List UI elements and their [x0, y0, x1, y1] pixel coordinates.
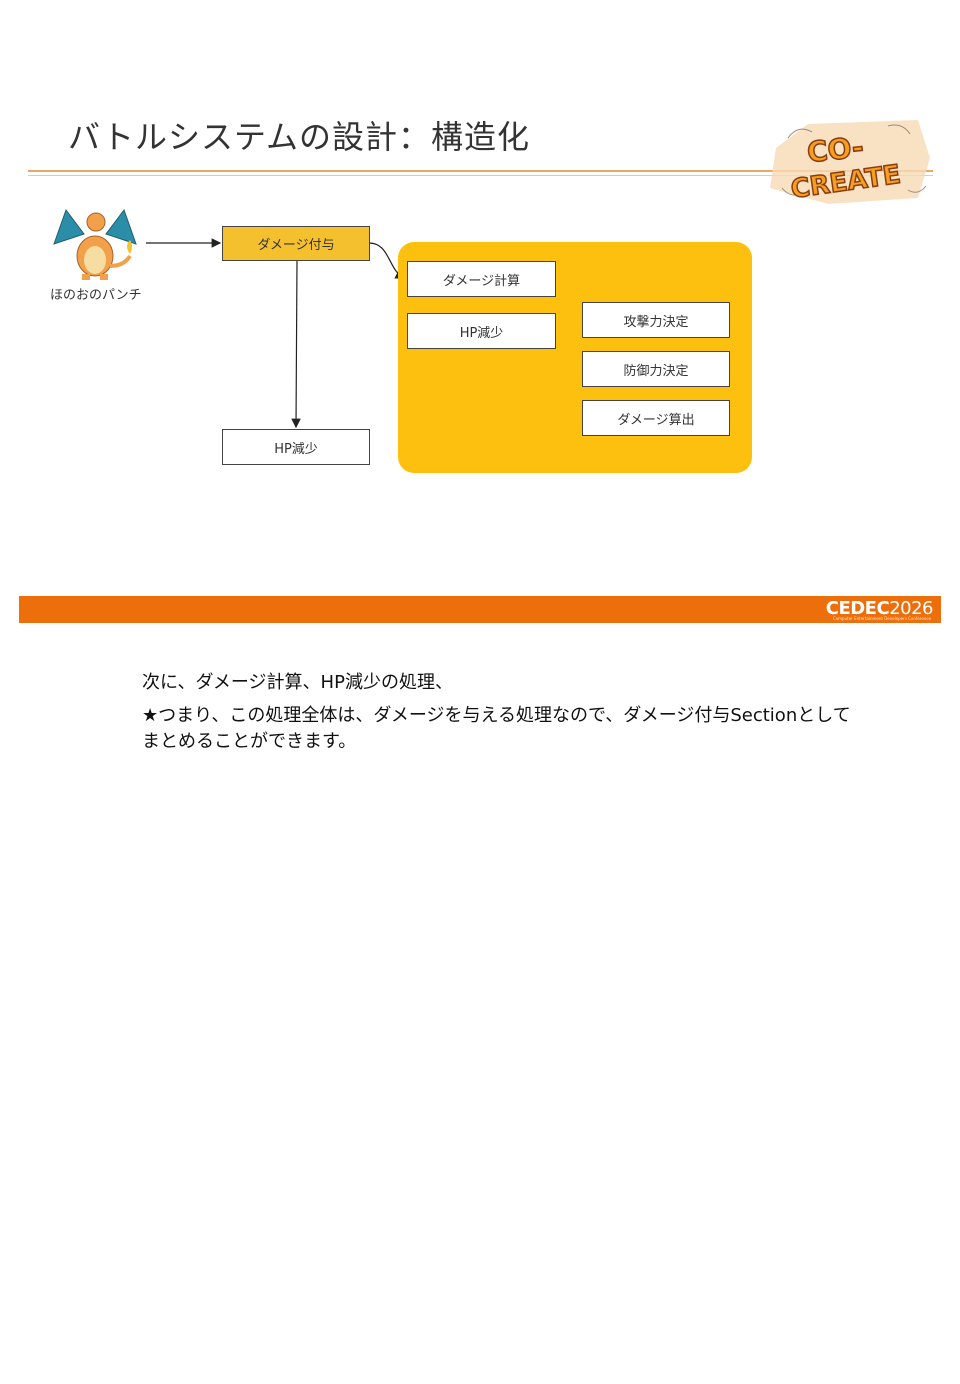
hp-decrease-sub-box: HP減少 [407, 313, 556, 349]
speaker-notes: 次に、ダメージ計算、HP減少の処理、 ★つまり、この処理全体は、ダメージを与える… [142, 670, 862, 762]
co-create-logo: CO- CREATE [770, 120, 930, 206]
cedec-logo: CEDEC2026 [825, 598, 934, 619]
hp-decrease-main-box: HP減少 [222, 429, 370, 465]
cedec-banner: CEDEC2026 Computer Entertainment Develop… [19, 596, 941, 623]
character-caption: ほのおのパンチ [50, 288, 142, 303]
title-underline [28, 170, 933, 172]
damage-output-box: ダメージ算出 [582, 400, 730, 436]
title-underline-thin [28, 175, 933, 176]
attack-decide-box: 攻撃力決定 [582, 302, 730, 338]
logo-text-line1: CO- [806, 130, 866, 169]
cedec-subtitle: Computer Entertainment Developers Confer… [832, 616, 931, 621]
damage-apply-box: ダメージ付与 [222, 226, 370, 261]
notes-line-1: 次に、ダメージ計算、HP減少の処理、 [142, 672, 453, 693]
damage-calc-box: ダメージ計算 [407, 261, 556, 297]
defense-decide-box: 防御力決定 [582, 351, 730, 387]
cedec-logo-text: CEDEC [825, 598, 890, 619]
notes-line-2: ★つまり、この処理全体は、ダメージを与える処理なので、ダメージ付与Section… [142, 705, 851, 752]
dragon-character-icon [53, 208, 137, 280]
cedec-logo-year: 2026 [889, 598, 933, 619]
slide-title: バトルシステムの設計：構造化 [68, 118, 531, 156]
